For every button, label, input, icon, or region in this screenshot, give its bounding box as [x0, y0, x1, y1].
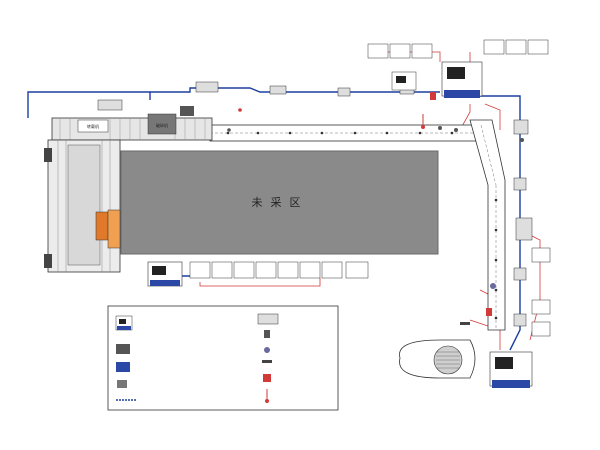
panel-group-right: [531, 247, 551, 337]
crusher-box: [147, 113, 177, 135]
face-track: [44, 139, 121, 273]
crusher-label: 破碎机: [156, 122, 168, 128]
unmined-area-label: 未采区: [252, 196, 309, 209]
belt-conveyor-diagonal: [469, 119, 506, 331]
drive-drum: [399, 339, 476, 379]
controller-box-bottom-right[interactable]: [489, 351, 533, 388]
right-devices: [513, 119, 533, 327]
unmined-area: [120, 150, 439, 255]
top-devices: [97, 81, 415, 111]
stage-loader: 转载机 破碎机: [51, 106, 213, 141]
controller-box-top-right[interactable]: [441, 61, 483, 98]
conveyor-label: 转载机: [87, 123, 99, 129]
legend: [107, 305, 339, 411]
conveyor-label-box: [77, 119, 109, 133]
panel-group-bottom: [189, 261, 369, 279]
controller-box-bottom-left[interactable]: [147, 261, 183, 287]
belt-conveyor-top: [209, 124, 486, 142]
sensor-markers: [227, 92, 524, 325]
panel-group-top-right: [367, 39, 549, 91]
